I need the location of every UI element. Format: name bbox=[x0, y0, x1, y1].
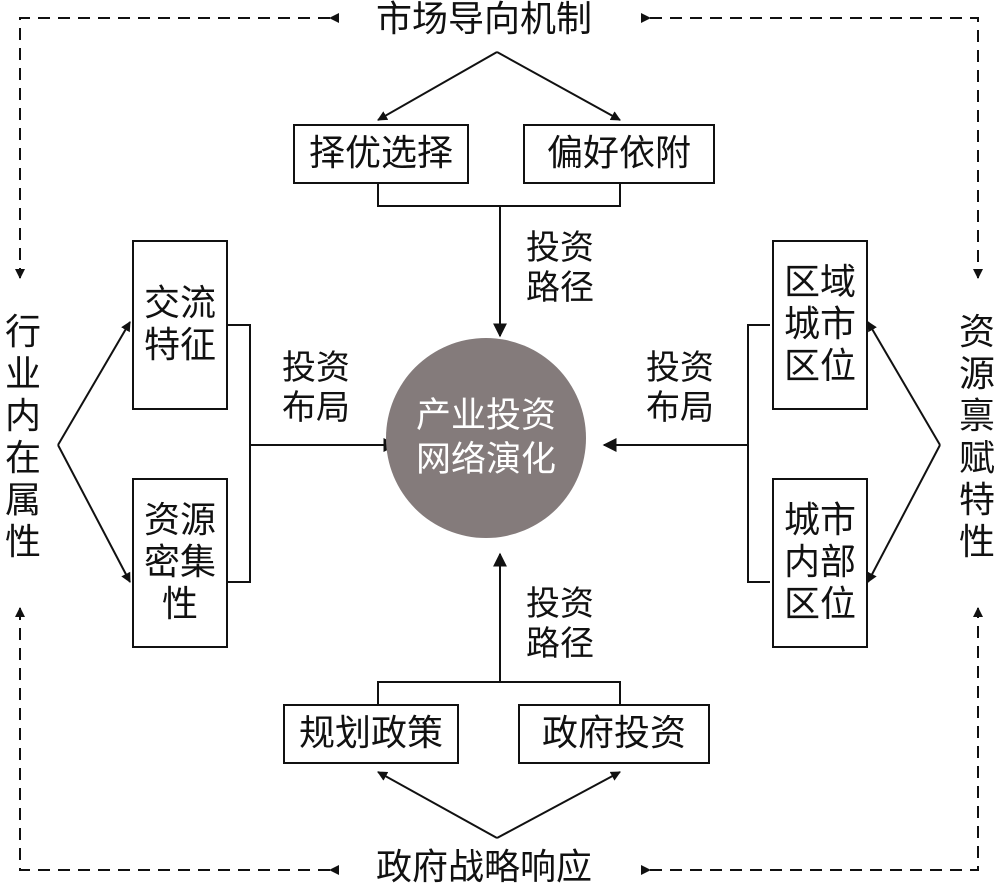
center-node-investment-network: 产业投资 网络演化 bbox=[386, 338, 586, 538]
bottom-node-government-response: 政府战略响应 bbox=[376, 847, 593, 888]
label-investment-layout-right: 投资布局 bbox=[646, 348, 714, 428]
box-resource-intensity: 资源密集性 bbox=[132, 478, 228, 648]
label-investment-layout-left: 投资布局 bbox=[282, 348, 350, 428]
box-preferential-attachment: 偏好依附 bbox=[523, 124, 715, 184]
box-government-investment: 政府投资 bbox=[518, 704, 710, 764]
dashed-feedback-loop bbox=[15, 13, 983, 875]
label-investment-path-bottom: 投资路径 bbox=[526, 584, 594, 664]
box-exchange-features: 交流特征 bbox=[132, 240, 228, 410]
left-node-industry-attributes: 行业内在属性 bbox=[4, 312, 41, 563]
box-intra-urban-location: 城市内部区位 bbox=[772, 478, 868, 648]
box-planning-policy: 规划政策 bbox=[283, 704, 459, 764]
center-node-line2: 网络演化 bbox=[415, 440, 556, 480]
right-node-resource-endowment: 资源禀赋特性 bbox=[958, 312, 995, 563]
box-preferential-selection: 择优选择 bbox=[293, 124, 469, 184]
center-node-line1: 产业投资 bbox=[415, 396, 556, 436]
label-investment-path-top: 投资路径 bbox=[526, 228, 594, 308]
box-regional-urban-location: 区域城市区位 bbox=[772, 240, 868, 410]
top-node-market-mechanism: 市场导向机制 bbox=[376, 0, 593, 40]
